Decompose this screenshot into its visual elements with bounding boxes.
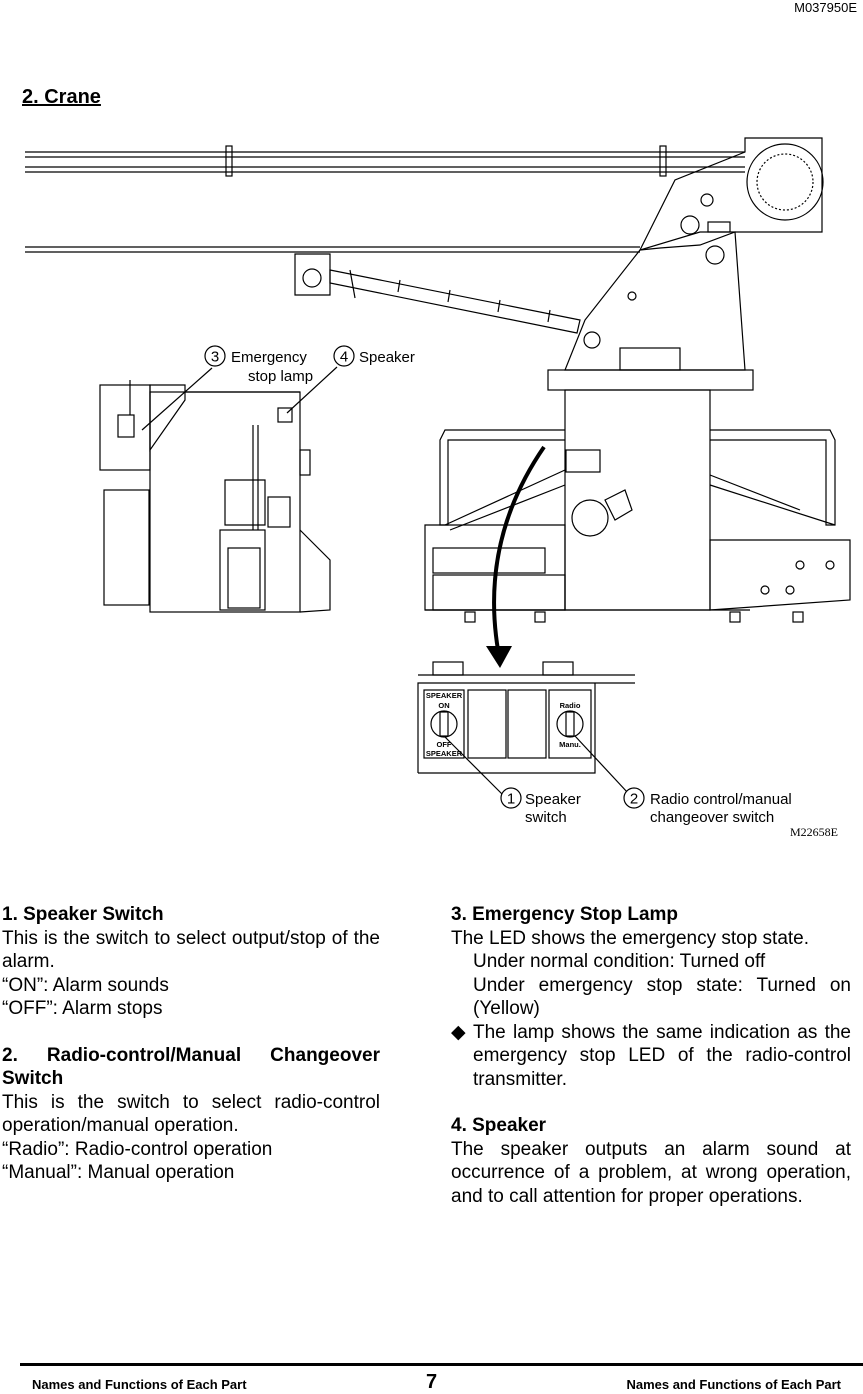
panel-on: ON xyxy=(438,701,449,710)
footer-left: Names and Functions of Each Part xyxy=(32,1377,247,1392)
bullet-marker xyxy=(451,950,473,974)
panel-speaker-bottom: SPEAKER xyxy=(426,749,463,758)
panel-off: OFF xyxy=(437,740,452,749)
page-number: 7 xyxy=(425,1371,438,1393)
changeover-switch-radio: “Radio”: Radio-control operation xyxy=(2,1138,273,1160)
list-item-text: The lamp shows the same indication as th… xyxy=(473,1021,851,1090)
speaker-heading: 4. Speaker xyxy=(451,1115,547,1136)
section-title: 2. Crane xyxy=(22,86,101,108)
list-item: ◆ The lamp shows the same indication as … xyxy=(451,1021,851,1092)
speaker-body: The speaker outputs an alarm sound at oc… xyxy=(451,1138,851,1207)
crane-drawing xyxy=(25,137,851,623)
changeover-switch-body: This is the switch to select radio-contr… xyxy=(2,1091,380,1137)
callout-1-number: 1 xyxy=(507,791,515,808)
speaker-switch-body: This is the switch to select output/stop… xyxy=(2,927,380,973)
emergency-lamp-body: The LED shows the emergency stop state. xyxy=(451,927,810,949)
callout-3-label-line2: stop lamp xyxy=(248,368,313,385)
bullet-marker xyxy=(451,974,473,1021)
speaker-switch-on: “ON”: Alarm sounds xyxy=(2,974,169,996)
list-item: Under emergency stop state: Turned on (Y… xyxy=(451,974,851,1021)
speaker-switch-heading: 1. Speaker Switch xyxy=(2,904,164,925)
callout-3-number: 3 xyxy=(211,349,219,366)
figure-code: M22658E xyxy=(790,825,838,839)
footer-rule xyxy=(20,1363,863,1366)
callout-4-number: 4 xyxy=(340,349,348,366)
panel-manual: Manu. xyxy=(559,740,581,749)
right-column: 3. Emergency Stop Lamp The LED shows the… xyxy=(451,903,851,1208)
switch-panel xyxy=(417,661,635,774)
crane-figure: SPEAKER ON OFF SPEAKER Radio Manu. 3 Eme… xyxy=(25,137,851,839)
emergency-lamp-heading: 3. Emergency Stop Lamp xyxy=(451,904,679,925)
callout-4-label: Speaker xyxy=(359,349,415,366)
panel-speaker-top: SPEAKER xyxy=(426,691,463,700)
callout-1-label-line2: switch xyxy=(525,809,567,826)
panel-radio: Radio xyxy=(560,701,581,710)
list-item-text: Under emergency stop state: Turned on (Y… xyxy=(473,974,851,1020)
list-item-text: Under normal condition: Turned off xyxy=(473,951,766,972)
document-id: M037950E xyxy=(794,0,857,15)
left-column: 1. Speaker Switch This is the switch to … xyxy=(2,903,380,1185)
callout-3-label-line1: Emergency xyxy=(231,349,307,366)
callout-2-number: 2 xyxy=(630,791,638,808)
changeover-switch-heading: 2. Radio-control/Manual Changeover Switc… xyxy=(2,1044,380,1090)
callout-2-label-line2: changeover switch xyxy=(650,809,774,826)
callout-2-label-line1: Radio control/manual xyxy=(650,791,792,808)
diamond-bullet-icon: ◆ xyxy=(451,1021,466,1043)
changeover-switch-manual: “Manual”: Manual operation xyxy=(2,1162,235,1183)
speaker-switch-off: “OFF”: Alarm stops xyxy=(2,998,163,1019)
callout-1-label-line1: Speaker xyxy=(525,791,581,808)
footer-right: Names and Functions of Each Part xyxy=(626,1377,841,1392)
list-item: Under normal condition: Turned off xyxy=(451,950,851,974)
